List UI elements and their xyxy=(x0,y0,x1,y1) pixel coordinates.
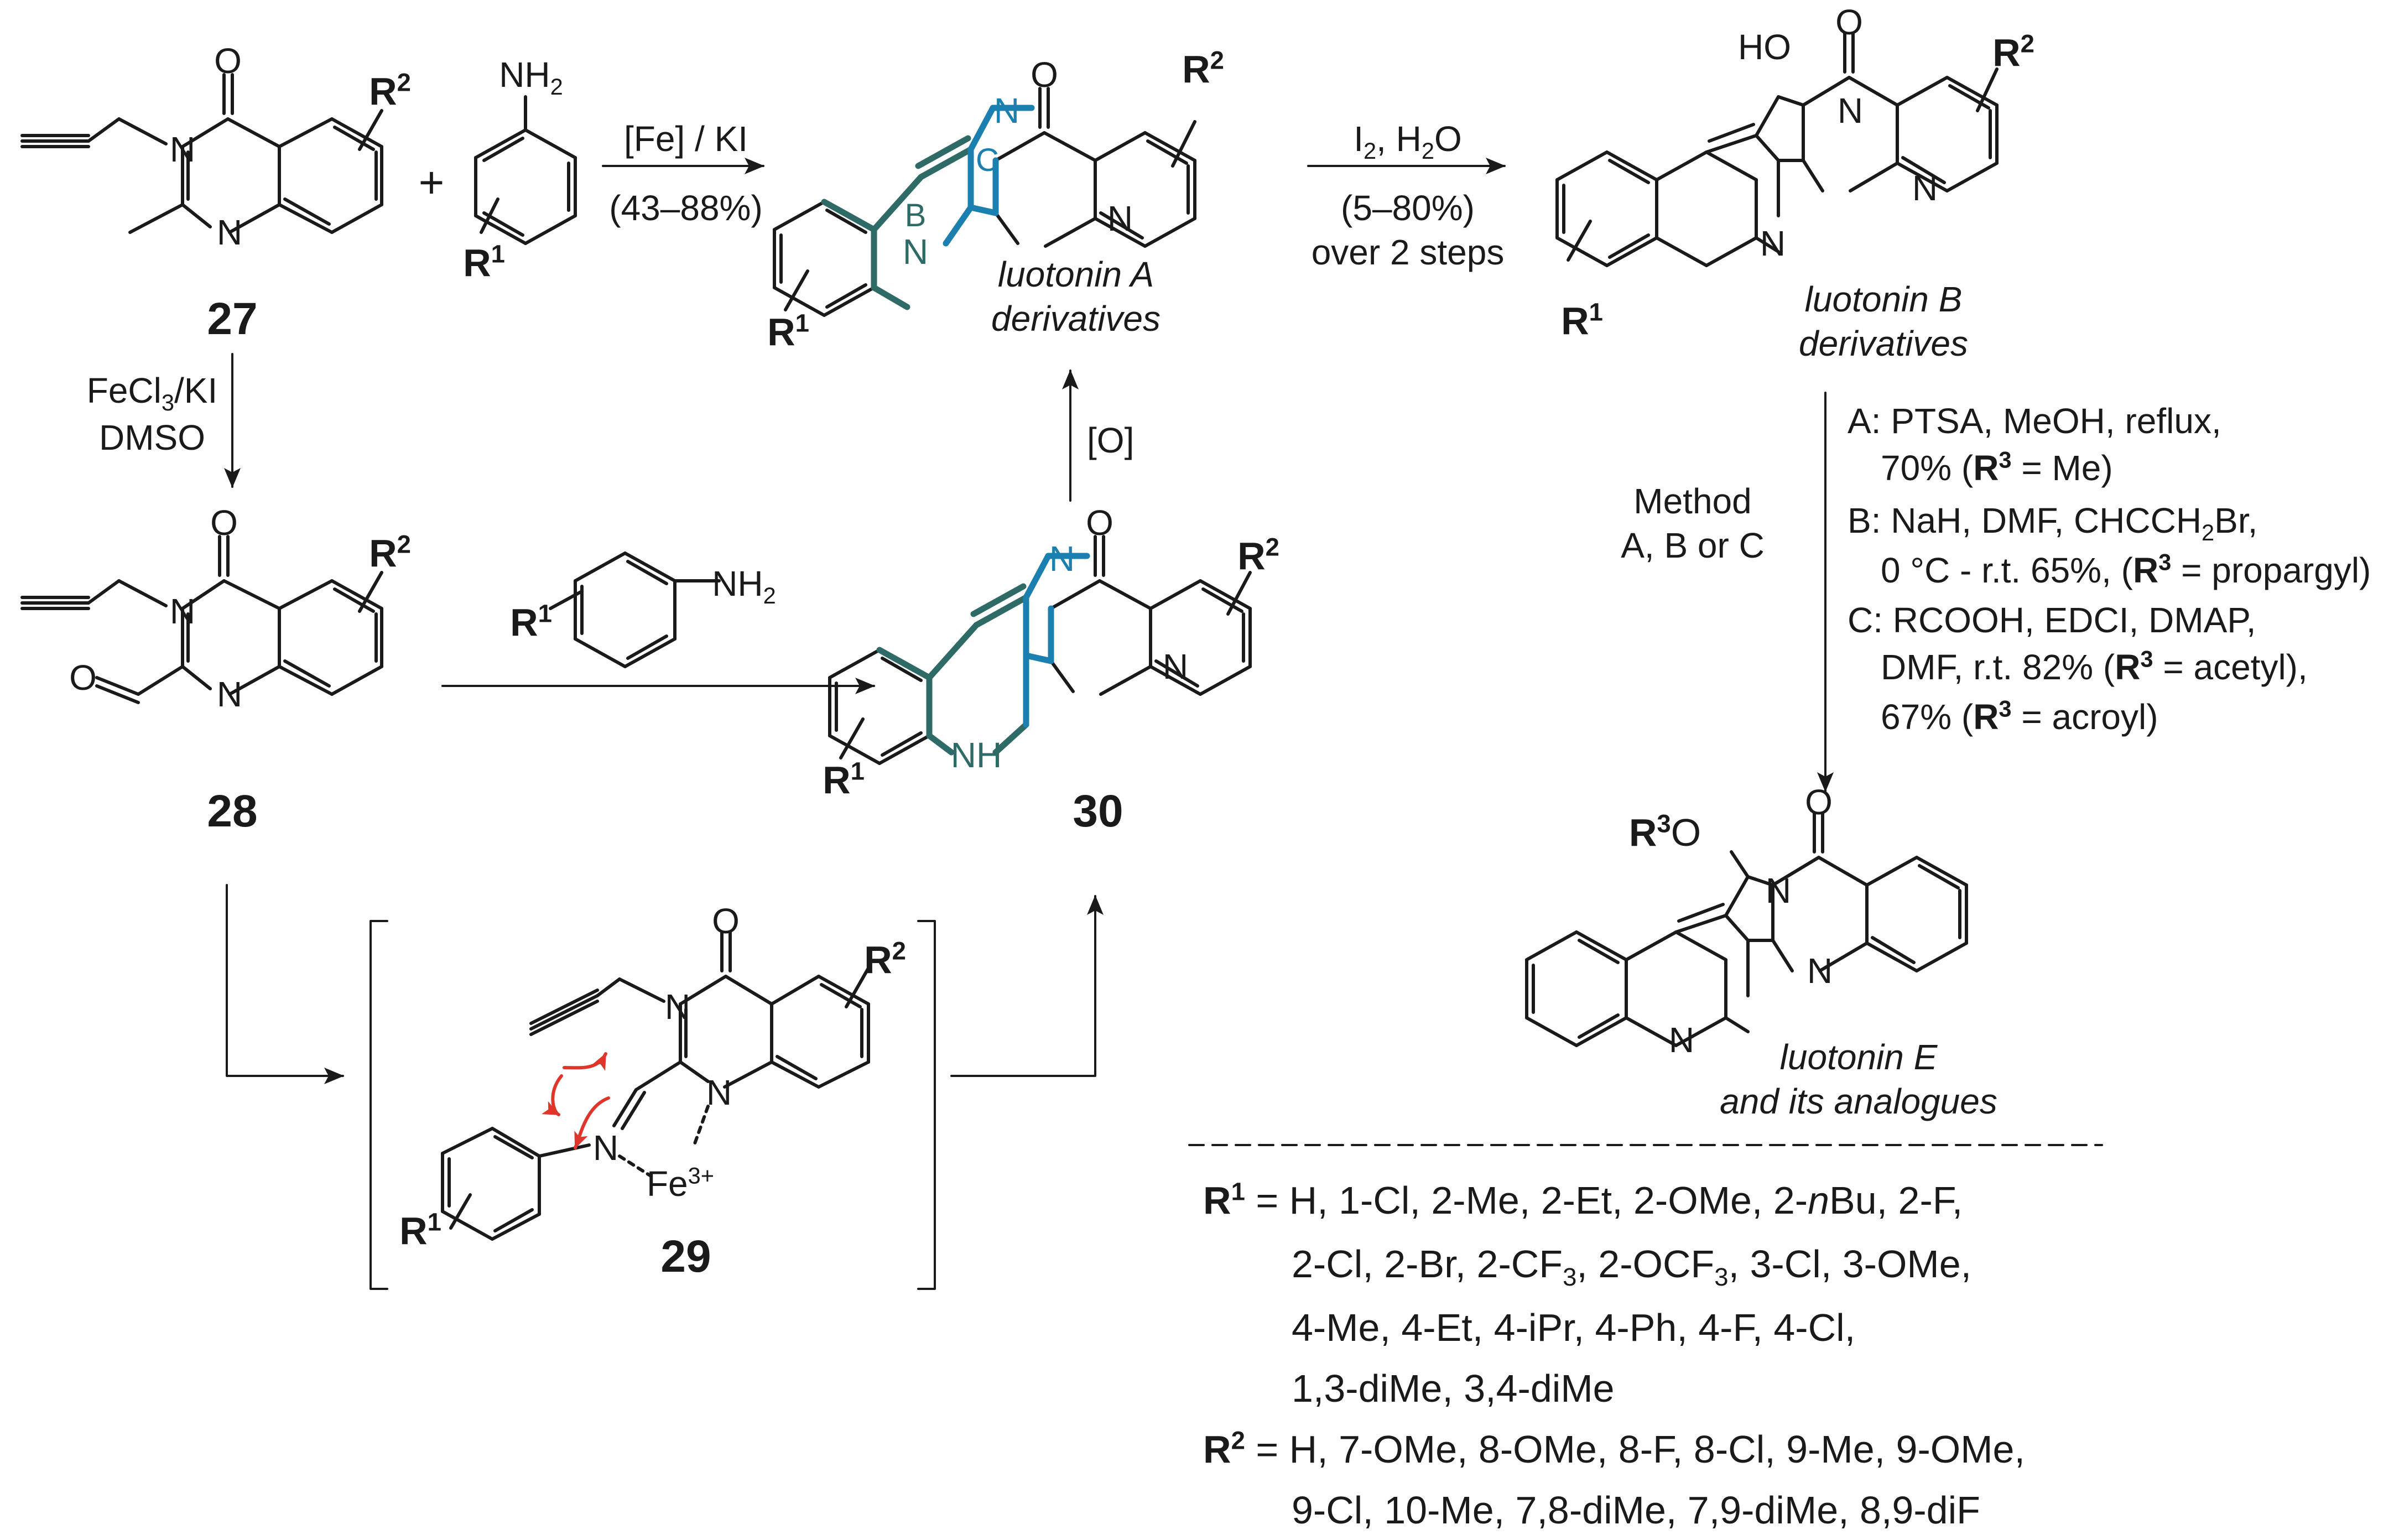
compound-number-29: 29 xyxy=(660,1231,711,1282)
atom-o: O xyxy=(69,658,97,698)
r2-label: R2 xyxy=(1237,533,1279,578)
atom-n: N xyxy=(1760,223,1786,263)
amine-label: NH2 xyxy=(712,564,776,608)
r2-label: R2 xyxy=(864,937,906,981)
r2-label: R2 xyxy=(369,68,411,113)
condition-yield-2: (5–80%) xyxy=(1341,188,1475,228)
atom-o: O xyxy=(1835,2,1863,42)
luotonin-a-ring-b xyxy=(821,135,974,310)
compound-number-30: 30 xyxy=(1073,786,1123,836)
r1-label: R1 xyxy=(399,1208,441,1252)
atom-n: N xyxy=(592,1128,619,1168)
method-a-line-2: 70% (R3 = Me) xyxy=(1881,446,2113,488)
compound-number-28: 28 xyxy=(207,786,258,836)
condition-iodine-water: I2, H2O xyxy=(1354,119,1462,164)
r1-label: R1 xyxy=(823,757,865,802)
condition-fe-ki: [Fe] / KI xyxy=(623,119,748,159)
condition-oxidation: [O] xyxy=(1087,420,1135,460)
plus-sign: + xyxy=(418,158,445,207)
nh-label: NH xyxy=(950,735,1002,775)
ring-b-label: B xyxy=(904,197,927,233)
luotonin-b-name: luotonin B xyxy=(1804,279,1963,319)
luotonin-a-name: luotonin A xyxy=(997,254,1154,294)
legend-r1-line-2: 2-Cl, 2-Br, 2-CF3, 2-OCF3, 3-Cl, 3-OMe, xyxy=(1292,1242,1972,1291)
condition-over-2-steps: over 2 steps xyxy=(1311,232,1505,272)
method-c-line-2: DMF, r.t. 82% (R3 = acetyl), xyxy=(1881,646,2308,687)
method-b-line-1: B: NaH, DMF, CHCCH2Br, xyxy=(1848,501,2258,545)
compound-27-structure xyxy=(20,73,383,234)
condition-dmso: DMSO xyxy=(99,418,205,457)
atom-n: N xyxy=(993,91,1020,131)
luotonin-e-subtitle: and its analogues xyxy=(1720,1081,1997,1121)
r3o-label: R3O xyxy=(1628,809,1701,854)
legend-r1-line-4: 1,3-diMe, 3,4-diMe xyxy=(1292,1367,1615,1410)
legend-r2-line-2: 9-Cl, 10-Me, 7,8-diMe, 7,9-diMe, 8,9-diF xyxy=(1292,1489,1980,1532)
amine-label: NH2 xyxy=(499,55,563,100)
atom-o: O xyxy=(214,41,242,81)
hydroxyl-label: HO xyxy=(1738,27,1791,67)
curved-electron-arrows xyxy=(542,1052,610,1149)
atom-n: N xyxy=(902,232,929,272)
reaction-arrows xyxy=(224,158,1834,1084)
method-a-line-1: A: PTSA, MeOH, reflux, xyxy=(1848,401,2221,441)
luotonin-e-name: luotonin E xyxy=(1779,1037,1938,1077)
luotonin-b-structure xyxy=(1555,32,1999,267)
luotonin-a-subtitle: derivatives xyxy=(991,299,1161,339)
compound-30-ring-b xyxy=(876,583,1029,756)
aniline-structure-top xyxy=(474,95,577,245)
iron-label: Fe3+ xyxy=(646,1162,715,1204)
intermediate-29-structure xyxy=(441,930,870,1241)
r2-label: R2 xyxy=(369,530,411,575)
atom-n: N xyxy=(1837,91,1864,131)
legend-r2-line-1: R2 = H, 7-OMe, 8-OMe, 8-F, 8-Cl, 9-Me, 9… xyxy=(1203,1426,2025,1471)
compound-number-27: 27 xyxy=(207,294,258,344)
method-heading: Method xyxy=(1633,481,1752,521)
atom-o: O xyxy=(1031,55,1058,95)
atom-o: O xyxy=(712,901,740,941)
r2-label: R2 xyxy=(1992,29,2034,74)
atom-n: N xyxy=(1765,871,1792,911)
luotonin-b-subtitle: derivatives xyxy=(1799,324,1968,363)
r2-label: R2 xyxy=(1182,46,1224,91)
r1-label: R1 xyxy=(463,240,505,284)
atom-n: N xyxy=(169,591,196,631)
condition-fecl3-ki: FeCl3/KI xyxy=(86,371,218,415)
atom-n: N xyxy=(1107,199,1133,238)
intermediate-brackets xyxy=(370,920,936,1290)
atom-n: N xyxy=(1807,951,1833,991)
atom-n: N xyxy=(169,129,196,169)
atom-n: N xyxy=(1049,539,1075,579)
atom-n: N xyxy=(216,212,243,252)
atom-n: N xyxy=(664,987,691,1027)
atom-n: N xyxy=(216,674,243,714)
luotonin-a-ring-c xyxy=(943,105,1035,247)
method-c-line-1: C: RCOOH, EDCI, DMAP, xyxy=(1848,600,2256,640)
atom-o: O xyxy=(210,503,238,543)
atom-n: N xyxy=(1912,168,1938,208)
legend-r1-line-3: 4-Me, 4-Et, 4-iPr, 4-Ph, 4-F, 4-Cl, xyxy=(1292,1306,1856,1349)
r1-label: R1 xyxy=(510,599,552,644)
compound-30-structure xyxy=(828,535,1252,765)
atom-n: N xyxy=(706,1073,732,1112)
legend-r1-line-1: R1 = H, 1-Cl, 2-Me, 2-Et, 2-OMe, 2-nBu, … xyxy=(1203,1177,1963,1222)
r1-label: R1 xyxy=(1561,298,1603,342)
atom-n: N xyxy=(1668,1020,1695,1060)
method-b-line-2: 0 °C - r.t. 65%, (R3 = propargyl) xyxy=(1881,549,2371,590)
r1-label: R1 xyxy=(767,309,809,353)
compound-28-structure xyxy=(20,535,383,704)
compound-30-ring-c xyxy=(1023,553,1090,728)
atom-o: O xyxy=(1805,782,1833,822)
luotonin-e-structure xyxy=(1525,811,1968,1047)
method-options: A, B or C xyxy=(1621,526,1765,565)
luotonin-a-structure xyxy=(773,87,1196,317)
atom-n: N xyxy=(1162,647,1189,686)
method-c-line-3: 67% (R3 = acroyl) xyxy=(1881,695,2158,737)
aniline-structure-middle xyxy=(549,552,721,668)
ring-c-label: C xyxy=(976,142,999,178)
condition-yield-1: (43–88%) xyxy=(609,188,763,228)
atom-o: O xyxy=(1086,503,1113,543)
